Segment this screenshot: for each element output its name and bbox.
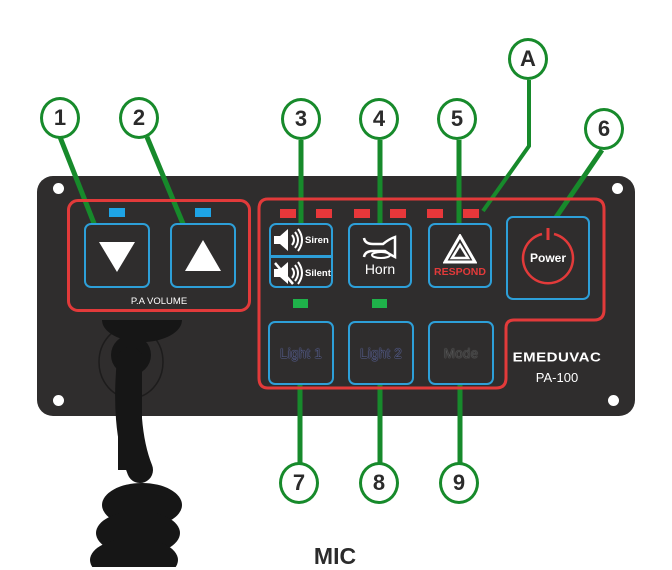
horn-led-1 — [354, 209, 370, 218]
volume-up-led — [195, 208, 211, 217]
silent-led — [316, 209, 332, 218]
screw-hole-top-left — [53, 183, 64, 194]
power-ring-icon — [521, 228, 575, 285]
callout-5: 5 — [437, 98, 477, 140]
light-1-led — [293, 299, 308, 308]
callout-2: 2 — [119, 97, 159, 139]
siren-silent-divider — [271, 255, 331, 258]
callout-8: 8 — [359, 462, 399, 504]
mic-label: MIC — [313, 543, 357, 569]
respond-led-2 — [463, 209, 479, 218]
callout-4: 4 — [359, 98, 399, 140]
power-button[interactable]: Power — [506, 216, 590, 300]
volume-group-label: P.A VOLUME — [130, 296, 188, 307]
light-1-button[interactable]: Light 1 — [268, 321, 334, 385]
arrow-up-icon — [185, 239, 221, 271]
mode-label: Mode — [443, 345, 479, 361]
silent-label: Silent — [305, 267, 331, 279]
light-1-label: Light 1 — [280, 345, 322, 361]
function-group — [257, 197, 606, 390]
hazard-triangle-icon — [443, 233, 477, 263]
mic-cord — [90, 320, 182, 567]
leader-line-6 — [545, 148, 605, 231]
volume-down-button[interactable] — [84, 223, 150, 288]
arrow-down-icon — [99, 241, 135, 272]
siren-silent-button[interactable]: Siren Silent — [269, 223, 333, 288]
horn-button[interactable]: Horn — [348, 223, 412, 288]
horn-label: Horn — [364, 260, 396, 277]
respond-button[interactable]: RESPOND — [428, 223, 492, 288]
siren-label: Siren — [305, 234, 329, 246]
leader-line-2 — [144, 136, 189, 232]
respond-led-1 — [427, 209, 443, 218]
speaker-icon — [274, 228, 303, 252]
power-label: Power — [529, 251, 566, 265]
volume-group — [67, 199, 251, 312]
light-2-led — [372, 299, 387, 308]
horn-led-2 — [390, 209, 406, 218]
leader-line-a — [481, 80, 531, 213]
callout-9: 9 — [439, 462, 479, 504]
callout-7: 7 — [279, 462, 319, 504]
mode-button[interactable]: Mode — [428, 321, 494, 385]
brand-logo: EMEDUVAC — [512, 350, 602, 365]
siren-led — [280, 209, 296, 218]
volume-down-led — [109, 208, 125, 217]
respond-label: RESPOND — [434, 265, 486, 278]
light-2-button[interactable]: Light 2 — [348, 321, 414, 385]
siren-half[interactable]: Siren — [271, 225, 331, 255]
leader-line-1 — [57, 136, 100, 232]
speaker-muted-icon — [274, 261, 303, 285]
volume-up-button[interactable] — [170, 223, 236, 288]
silent-half[interactable]: Silent — [271, 258, 331, 286]
model-label: PA-100 — [535, 370, 579, 385]
screw-hole-top-right — [612, 183, 623, 194]
callout-6: 6 — [584, 108, 624, 150]
screw-hole-bottom-left — [53, 395, 64, 406]
callout-1: 1 — [40, 97, 80, 139]
callout-3: 3 — [281, 98, 321, 140]
light-2-label: Light 2 — [360, 345, 402, 361]
callout-a: A — [508, 38, 548, 80]
horn-icon — [362, 234, 397, 259]
screw-hole-bottom-right — [608, 395, 619, 406]
